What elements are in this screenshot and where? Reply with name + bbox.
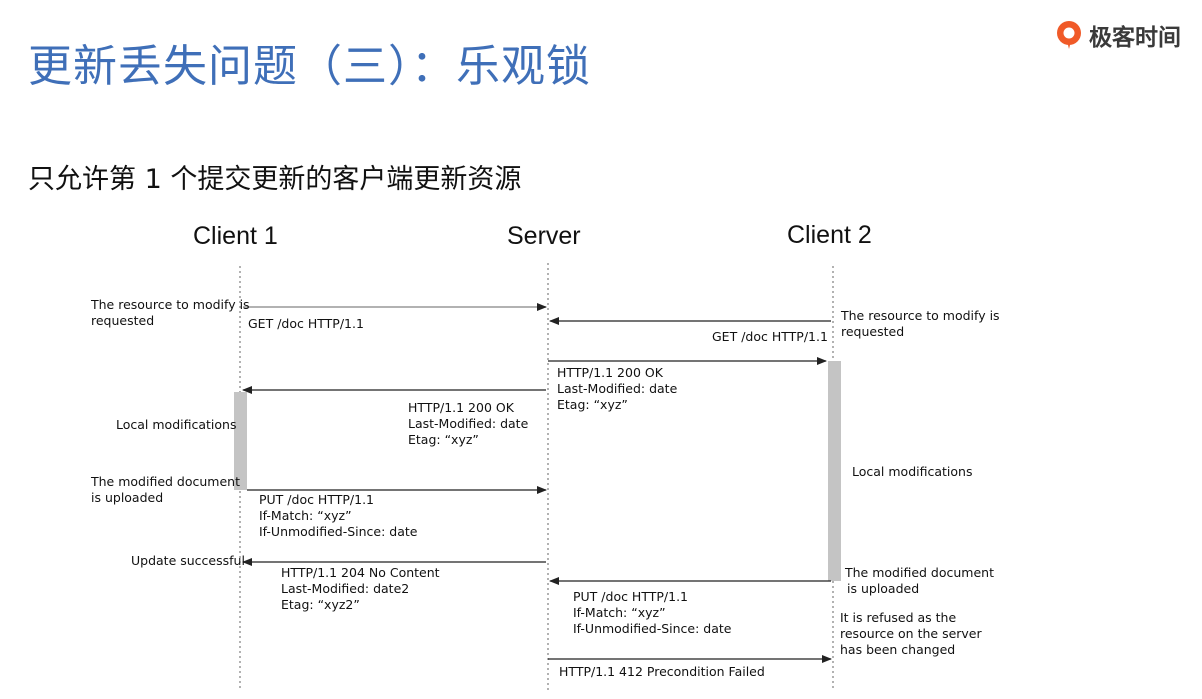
note-c2-local: Local modifications: [852, 464, 973, 479]
message-label-m3: HTTP/1.1 200 OK Last-Modified: date Etag…: [557, 365, 678, 412]
participant-server: Server: [507, 222, 581, 250]
activation-client2: [828, 361, 841, 581]
page-title: 更新丢失问题（三）：乐观锁: [28, 41, 591, 92]
note-c1-request: The resource to modify is requested: [91, 297, 250, 328]
message-label-m1: GET /doc HTTP/1.1: [248, 316, 364, 331]
message-label-m7: PUT /doc HTTP/1.1 If-Match: “xyz” If-Unm…: [573, 589, 732, 636]
note-c2-request: The resource to modify is requested: [841, 308, 1000, 339]
message-label-m5: PUT /doc HTTP/1.1 If-Match: “xyz” If-Unm…: [259, 492, 418, 539]
participant-client2: Client 2: [787, 221, 872, 249]
geektime-logo-icon: [1057, 21, 1081, 49]
message-label-m8: HTTP/1.1 412 Precondition Failed: [559, 664, 765, 679]
participant-client1: Client 1: [193, 222, 278, 250]
page-subtitle: 只允许第 1 个提交更新的客户端更新资源: [28, 164, 522, 195]
message-label-m4: HTTP/1.1 200 OK Last-Modified: date Etag…: [408, 400, 529, 447]
logo-text: 极客时间: [1089, 25, 1181, 51]
note-c1-local: Local modifications: [116, 417, 237, 432]
note-c2-upload: The modified document is uploaded: [845, 565, 994, 596]
activation-client1: [234, 392, 247, 490]
note-c1-upload: The modified document is uploaded: [91, 474, 240, 505]
message-label-m2: GET /doc HTTP/1.1: [712, 329, 828, 344]
note-c2-refused: It is refused as the resource on the ser…: [840, 610, 982, 657]
message-label-m6: HTTP/1.1 204 No Content Last-Modified: d…: [281, 565, 440, 612]
brand-logo: 极客时间: [1054, 18, 1181, 52]
note-c1-success: Update successful: [131, 553, 245, 568]
